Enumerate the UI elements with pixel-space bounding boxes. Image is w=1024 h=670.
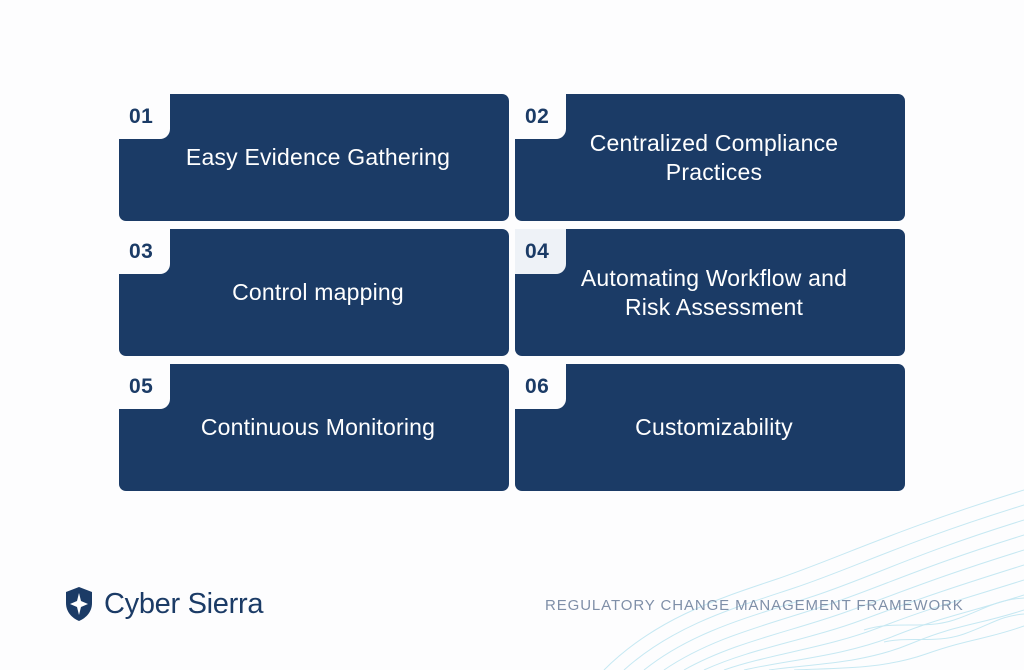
feature-card-03: 03 Control mapping bbox=[119, 229, 509, 356]
card-label: Centralized Compliance Practices bbox=[589, 129, 839, 185]
feature-card-02: 02 Centralized Compliance Practices bbox=[515, 94, 905, 221]
card-label: Continuous Monitoring bbox=[200, 414, 436, 440]
footer-title: REGULATORY CHANGE MANAGEMENT FRAMEWORK bbox=[545, 597, 964, 614]
card-number: 02 bbox=[525, 104, 550, 128]
card-number: 03 bbox=[129, 239, 154, 263]
card-number: 01 bbox=[129, 104, 154, 128]
card-label: Customizability bbox=[635, 414, 793, 440]
card-number: 04 bbox=[525, 239, 550, 263]
feature-card-05: 05 Continuous Monitoring bbox=[119, 364, 509, 491]
brand-logo: Cyber Sierra bbox=[64, 586, 263, 622]
contour-lines-decoration bbox=[603, 489, 1024, 670]
card-number: 06 bbox=[525, 374, 550, 398]
card-number-tab: 03 bbox=[119, 229, 170, 274]
brand-name: Cyber Sierra bbox=[104, 587, 264, 620]
card-number: 05 bbox=[129, 374, 154, 398]
card-label: Control mapping bbox=[232, 279, 404, 305]
shield-star-icon bbox=[66, 587, 92, 621]
feature-card-01: 01 Easy Evidence Gathering bbox=[119, 94, 509, 221]
card-number-tab: 04 bbox=[515, 229, 566, 274]
feature-card-06: 06 Customizability bbox=[515, 364, 905, 491]
card-number-tab: 05 bbox=[119, 364, 170, 409]
card-number-tab: 01 bbox=[119, 94, 170, 139]
card-label: Easy Evidence Gathering bbox=[185, 144, 451, 170]
card-label: Automating Workflow and Risk Assessment bbox=[580, 264, 848, 320]
card-number-tab: 02 bbox=[515, 94, 566, 139]
card-number-tab: 06 bbox=[515, 364, 566, 409]
features-grid: 01 Easy Evidence Gathering 02 Centralize… bbox=[119, 94, 905, 491]
feature-card-04: 04 Automating Workflow and Risk Assessme… bbox=[515, 229, 905, 356]
